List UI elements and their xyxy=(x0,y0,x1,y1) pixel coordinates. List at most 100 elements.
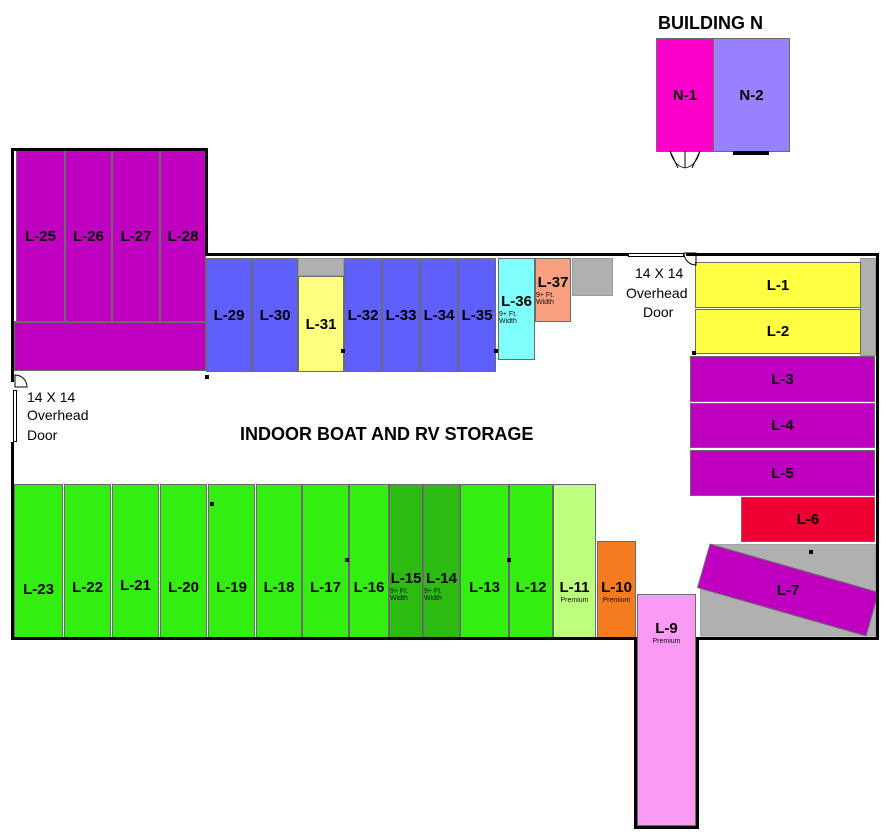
unit-l-15[interactable]: L-15 9+ Ft. Width xyxy=(389,484,423,638)
unit-label: L-15 xyxy=(390,570,422,587)
unit-l-28[interactable]: L-28 xyxy=(160,150,206,322)
unit-label: L-19 xyxy=(216,579,247,596)
unit-n-1[interactable]: N-1 xyxy=(656,38,714,152)
unit-l-25[interactable]: L-25 xyxy=(16,150,65,322)
double-door-icon xyxy=(669,150,701,169)
unit-l-3[interactable]: L-3 xyxy=(690,356,875,402)
unit-label: L-9 xyxy=(655,620,678,637)
wall-wing-right xyxy=(205,148,208,256)
unit-note: Premium xyxy=(652,638,681,645)
post-marker xyxy=(345,558,349,562)
unit-note: 9+ Ft. Width xyxy=(536,291,555,306)
left-door-panel xyxy=(13,390,17,442)
unit-label: L-1 xyxy=(766,276,790,294)
top-door-panel xyxy=(628,253,684,257)
unit-l-5[interactable]: L-5 xyxy=(690,450,875,496)
unit-note: 9+ Ft. Width xyxy=(390,588,409,602)
unit-note: Premium xyxy=(560,597,589,604)
left-door-line1: Overhead xyxy=(27,407,89,423)
unit-l-22[interactable]: L-22 xyxy=(64,484,111,638)
unit-label: N-1 xyxy=(672,86,698,104)
unit-l-26[interactable]: L-26 xyxy=(65,150,112,322)
unit-l-11[interactable]: L-11 Premium xyxy=(553,484,596,638)
unit-l-33[interactable]: L-33 xyxy=(382,258,420,372)
unit-l-21[interactable]: L-21 xyxy=(112,484,159,638)
unit-l-20[interactable]: L-20 xyxy=(160,484,207,638)
unit-label: L-26 xyxy=(73,227,104,245)
unit-label: L-6 xyxy=(796,511,820,528)
unit-n-2[interactable]: N-2 xyxy=(713,38,790,152)
wall-top-wing xyxy=(11,148,207,151)
unit-label: L-14 xyxy=(426,570,457,587)
unit-label: L-5 xyxy=(771,464,794,482)
unit-label: N-2 xyxy=(739,86,764,104)
unit-label: L-29 xyxy=(213,306,245,324)
storage-block xyxy=(572,258,613,296)
unit-l-14[interactable]: L-14 9+ Ft. Width xyxy=(423,484,460,638)
unit-label: L-27 xyxy=(120,227,152,245)
post-marker xyxy=(205,375,209,379)
unit-note: 9+ Ft. Width xyxy=(424,588,443,602)
unit-l-17[interactable]: L-17 xyxy=(302,484,349,638)
unit-l-29[interactable]: L-29 xyxy=(206,258,252,372)
top-door-line2: Door xyxy=(643,304,674,320)
unit-l-13[interactable]: L-13 xyxy=(460,484,509,638)
unit-label: L-4 xyxy=(771,417,794,434)
top-door-size: 14 X 14 xyxy=(635,265,684,281)
unit-label: L-37 xyxy=(537,273,569,291)
unit-l-19[interactable]: L-19 xyxy=(208,484,255,638)
post-marker xyxy=(809,550,813,554)
unit-l-30[interactable]: L-30 xyxy=(252,258,298,372)
unit-l-32[interactable]: L-32 xyxy=(344,258,382,372)
wall-l-9-right xyxy=(696,637,699,828)
wall-bottom-right xyxy=(696,637,879,640)
unit-l-2[interactable]: L-2 xyxy=(695,309,861,354)
unit-note: 9+ Ft. Width xyxy=(499,310,518,325)
unit-l-31[interactable]: L-31 xyxy=(298,276,344,372)
unit-label: L-2 xyxy=(766,323,790,340)
unit-l-36[interactable]: L-36 9+ Ft. Width xyxy=(498,258,535,360)
top-door-line1: Overhead xyxy=(626,285,688,301)
unit-label: L-33 xyxy=(385,306,417,324)
unit-label: L-35 xyxy=(461,306,493,324)
top-door-swing-icon xyxy=(683,252,697,266)
unit-label: L-23 xyxy=(23,581,54,598)
unit-label: L-11 xyxy=(559,579,590,596)
post-marker xyxy=(692,351,696,355)
unit-l-35[interactable]: L-35 xyxy=(458,258,496,372)
unit-label: L-36 xyxy=(501,292,532,310)
left-door-swing-icon xyxy=(14,374,28,388)
unit-l-16[interactable]: L-16 xyxy=(349,484,389,638)
unit-l-4[interactable]: L-4 xyxy=(690,403,875,448)
post-marker xyxy=(210,502,214,506)
unit-l-34[interactable]: L-34 xyxy=(420,258,458,372)
unit-label: L-25 xyxy=(25,227,56,245)
building-n-sill xyxy=(733,151,769,155)
unit-l-27[interactable]: L-27 xyxy=(112,150,160,322)
wall-right xyxy=(876,253,879,640)
unit-l-37[interactable]: L-37 9+ Ft. Width xyxy=(535,258,571,322)
building-n-title: BUILDING N xyxy=(658,13,763,33)
unit-l-9[interactable]: L-9 Premium xyxy=(637,594,696,826)
left-door-size: 14 X 14 xyxy=(27,389,76,405)
unit-l-23[interactable]: L-23 xyxy=(14,484,63,638)
unit-l-18[interactable]: L-18 xyxy=(256,484,302,638)
unit-l-6[interactable]: L-6 xyxy=(741,497,875,542)
unit-label: L-34 xyxy=(423,306,455,324)
unit-l-1[interactable]: L-1 xyxy=(695,262,861,308)
wing-divider xyxy=(14,321,206,322)
unit-label: L-31 xyxy=(305,315,337,333)
left-door-line2: Door xyxy=(27,427,58,443)
unit-label: L-22 xyxy=(72,579,103,596)
unit-label: L-28 xyxy=(167,227,199,245)
post-marker xyxy=(494,349,498,353)
unit-label: L-16 xyxy=(353,579,385,596)
unit-l-31-reserved xyxy=(298,258,344,276)
wall-l-9-left xyxy=(634,637,637,828)
wall-bottom-left xyxy=(11,637,637,640)
unit-l-12[interactable]: L-12 xyxy=(509,484,553,638)
post-marker xyxy=(341,349,345,353)
unit-l-10[interactable]: L-10 Premium xyxy=(597,541,636,638)
wing-lower-band xyxy=(14,322,206,371)
unit-note: Premium xyxy=(602,597,631,604)
